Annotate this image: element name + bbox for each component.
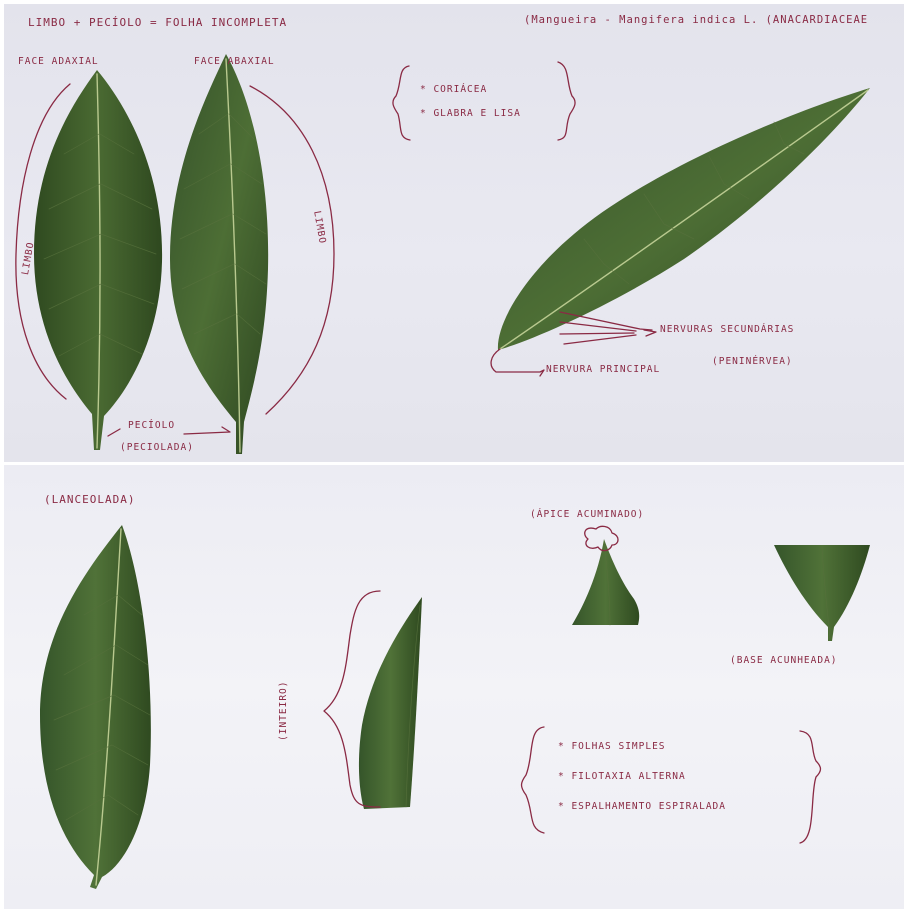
bottom-drawing-layer (4, 465, 904, 909)
feature-folhas-simples: * FOLHAS SIMPLES (558, 741, 666, 752)
leaf-fragment-apex (572, 539, 639, 625)
nervura-principal-label: NERVURA PRINCIPAL (546, 364, 660, 375)
nervuras-secundarias-label: NERVURAS SECUNDÁRIAS (660, 324, 794, 335)
leaf-lanceolate (40, 525, 151, 889)
leaf-fragment-margin (359, 597, 422, 809)
bottom-photo-panel: (LANCEOLADA) (ÁPICE ACUMINADO) (BASE ACU… (4, 465, 904, 909)
leaf-left-adaxial (34, 70, 162, 450)
top-photo-panel: LIMBO + PECÍOLO = FOLHA INCOMPLETA (Mang… (4, 4, 904, 462)
apice-label: (ÁPICE ACUMINADO) (530, 509, 644, 520)
peciolo-label: PECÍOLO (128, 420, 175, 431)
trait-glabra: * GLABRA E LISA (420, 108, 521, 119)
peninervea-label: (PENINÉRVEA) (712, 356, 793, 367)
trait-coriacea: * CORIÁCEA (420, 84, 487, 95)
lanceolada-label: (LANCEOLADA) (44, 493, 135, 506)
title-text: LIMBO + PECÍOLO = FOLHA INCOMPLETA (28, 16, 287, 29)
species-text: (Mangueira - Mangifera indica L. (ANACAR… (524, 14, 868, 26)
feature-filotaxia: * FILOTAXIA ALTERNA (558, 771, 686, 782)
inteiro-label: (INTEIRO) (278, 681, 289, 741)
leaf-diagonal-right (498, 88, 870, 350)
peciolada-label: (PECIOLADA) (120, 442, 194, 453)
base-label: (BASE ACUNHEADA) (730, 655, 838, 666)
leaf-middle-abaxial (170, 54, 268, 454)
feature-espalhamento: * ESPALHAMENTO ESPIRALADA (558, 801, 726, 812)
face-abaxial-label: FACE ABAXIAL (194, 56, 275, 67)
face-adaxial-label: FACE ADAXIAL (18, 56, 99, 67)
top-drawing-layer (4, 4, 904, 462)
leaf-fragment-base (774, 545, 870, 641)
